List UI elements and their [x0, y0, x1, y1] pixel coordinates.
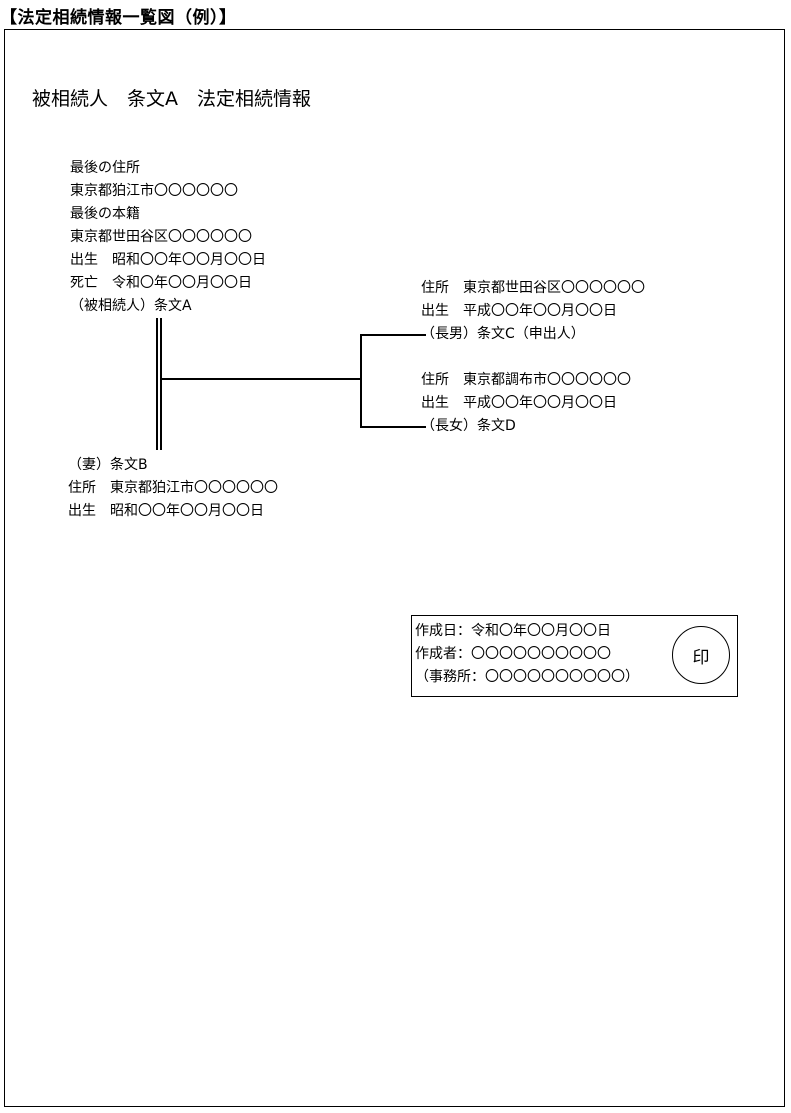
- children-connector-vertical: [360, 334, 362, 428]
- last-address: 東京都狛江市〇〇〇〇〇〇: [70, 183, 238, 199]
- seal-label: 印: [692, 647, 710, 668]
- child-1-info: 住所 東京都世田谷区〇〇〇〇〇〇 出生 平成〇〇年〇〇月〇〇日 （長男）条文C（…: [421, 277, 645, 346]
- seal-stamp: 印: [672, 626, 730, 684]
- child-1-address: 住所 東京都世田谷区〇〇〇〇〇〇: [421, 280, 645, 296]
- last-registry-label: 最後の本籍: [70, 206, 140, 222]
- spouse-address: 住所 東京都狛江市〇〇〇〇〇〇: [68, 480, 278, 496]
- marriage-line-left: [156, 318, 158, 450]
- author-info: 作成日：令和〇年〇〇月〇〇日 作成者：〇〇〇〇〇〇〇〇〇〇 （事務所：〇〇〇〇〇…: [415, 620, 639, 689]
- office: （事務所：〇〇〇〇〇〇〇〇〇〇）: [415, 669, 639, 685]
- child-1-name: （長男）条文C（申出人）: [421, 326, 585, 342]
- spouse-info: （妻）条文B 住所 東京都狛江市〇〇〇〇〇〇 出生 昭和〇〇年〇〇月〇〇日: [68, 454, 278, 523]
- decedent-death: 死亡 令和〇年〇〇月〇〇日: [70, 275, 252, 291]
- last-address-label: 最後の住所: [70, 160, 140, 176]
- child-2-birth: 出生 平成〇〇年〇〇月〇〇日: [421, 395, 617, 411]
- child-2-info: 住所 東京都調布市〇〇〇〇〇〇 出生 平成〇〇年〇〇月〇〇日 （長女）条文D: [421, 369, 631, 438]
- decedent-birth: 出生 昭和〇〇年〇〇月〇〇日: [70, 252, 266, 268]
- child-2-name: （長女）条文D: [421, 418, 516, 434]
- created-date: 作成日：令和〇年〇〇月〇〇日: [415, 623, 611, 639]
- spouse-name: （妻）条文B: [68, 457, 148, 473]
- diagram-frame: [4, 29, 785, 1107]
- child-2-address: 住所 東京都調布市〇〇〇〇〇〇: [421, 372, 631, 388]
- child-1-birth: 出生 平成〇〇年〇〇月〇〇日: [421, 303, 617, 319]
- child-1-connector: [360, 334, 426, 336]
- author-box: [411, 615, 738, 697]
- last-registry: 東京都世田谷区〇〇〇〇〇〇: [70, 229, 252, 245]
- spouse-birth: 出生 昭和〇〇年〇〇月〇〇日: [68, 503, 264, 519]
- diagram-heading: 被相続人 条文A 法定相続情報: [32, 88, 311, 110]
- creator: 作成者：〇〇〇〇〇〇〇〇〇〇: [415, 646, 611, 662]
- document-title: 【法定相続情報一覧図（例）】: [0, 8, 237, 28]
- children-connector-horizontal: [161, 378, 361, 380]
- marriage-line-right: [160, 318, 162, 450]
- decedent-info: 最後の住所 東京都狛江市〇〇〇〇〇〇 最後の本籍 東京都世田谷区〇〇〇〇〇〇 出…: [70, 157, 266, 318]
- child-2-connector: [360, 426, 426, 428]
- decedent-name: （被相続人）条文A: [70, 298, 192, 314]
